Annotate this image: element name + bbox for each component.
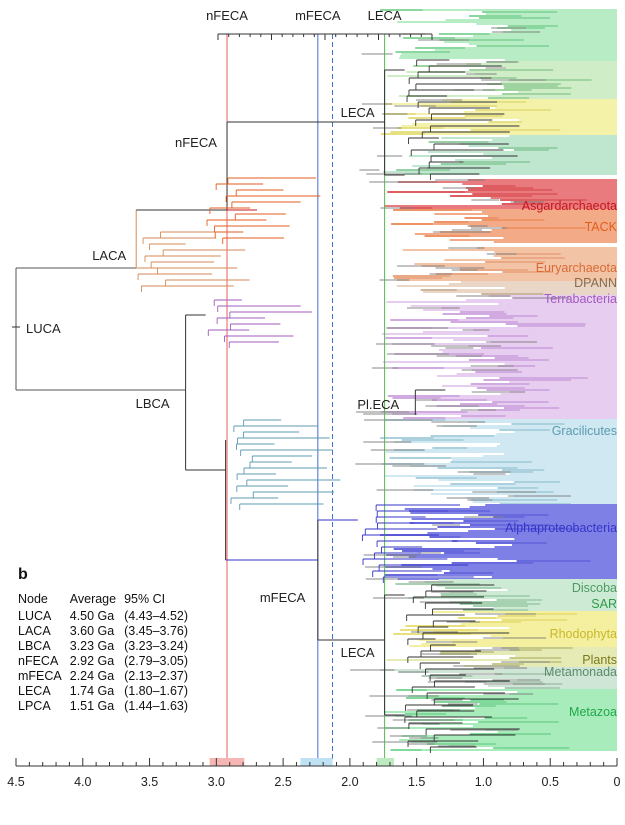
x-tick-label: 2.5	[274, 775, 291, 789]
ci-shade	[376, 758, 394, 766]
x-tick-label: 0.5	[542, 775, 559, 789]
table-cell: nFECA	[18, 654, 59, 668]
node-label-lbca: LBCA	[136, 396, 170, 411]
clade-label-alphaproteobacteria: Alphaproteobacteria	[505, 521, 617, 535]
node-label-laca: LACA	[92, 248, 126, 263]
node-label-nfeca: nFECA	[175, 135, 217, 150]
table-row: nFECA 2.92 Ga (2.79–3.05)	[18, 654, 196, 669]
clade-label-tack: TACK	[585, 220, 618, 234]
table-cell: 3.23 Ga	[69, 639, 115, 653]
clade-label-gracilicutes: Gracilicutes	[552, 424, 617, 438]
top-label-mfeca: mFECA	[295, 8, 341, 23]
table-cell: (2.13–2.37)	[124, 669, 189, 683]
table-cell: LACA	[18, 624, 51, 638]
panel-label: b	[18, 566, 28, 583]
table-cell: 1.74 Ga	[69, 684, 115, 698]
clade-label-euryarchaeota: Euryarchaeota	[536, 261, 617, 275]
table-cell: (1.44–1.63)	[124, 699, 189, 713]
table-cell: LECA	[18, 684, 51, 698]
table-cell: (4.43–4.52)	[124, 609, 189, 623]
table-cell: LUCA	[18, 609, 52, 623]
table-row: LECA 1.74 Ga (1.80–1.67)	[18, 684, 196, 699]
table-row: LPCA 1.51 Ga (1.44–1.63)	[18, 699, 196, 714]
table-row: LACA 3.60 Ga (3.45–3.76)	[18, 624, 196, 639]
ci-bars	[350, 27, 571, 747]
table-cell: 1.51 Ga	[69, 699, 115, 713]
top-label-leca: LECA	[368, 8, 402, 23]
node-label-leca-lower: LECA	[341, 645, 375, 660]
table-row: LBCA 3.23 Ga (3.23–3.24)	[18, 639, 196, 654]
x-tick-label: 1.5	[408, 775, 425, 789]
age-table: b Node Average 95% CI LUCA 4.50 Ga (4.43–4.5…	[18, 566, 196, 714]
table-header-row: Node Average 95% CI	[18, 592, 196, 609]
table-header-cell: 95% CI	[124, 592, 166, 606]
band-tack	[391, 209, 617, 243]
band-rhodophyta	[380, 99, 617, 135]
x-tick-label: 3.0	[208, 775, 225, 789]
table-cell: 4.50 Ga	[69, 609, 115, 623]
table-header-cell: Node	[18, 592, 48, 606]
band-dpann	[396, 281, 617, 295]
top-label-nfeca: nFECA	[206, 8, 248, 23]
node-label-pleca: Pl.ECA	[357, 397, 399, 412]
table-cell: 3.60 Ga	[69, 624, 115, 638]
band-metazoa	[384, 689, 617, 751]
clade-label-dpann: DPANN	[574, 276, 617, 290]
clade-label-discoba: Discoba	[572, 581, 617, 595]
band-alphaproteobacteria	[380, 504, 617, 580]
band-discoba	[395, 579, 617, 611]
band-euryarchaeota	[392, 247, 617, 281]
clade-bands	[380, 9, 617, 751]
clade-label-plants: Plants	[582, 653, 617, 667]
table-cell: (1.80–1.67)	[124, 684, 189, 698]
top-axis: nFECA mFECA LECA	[206, 8, 433, 40]
table-cell: (2.79–3.05)	[124, 654, 189, 668]
table-cell: mFECA	[18, 669, 62, 683]
clade-label-terrabacteria: Terrabacteria	[544, 292, 617, 306]
node-label-luca: LUCA	[26, 321, 61, 336]
x-tick-label: 2.0	[341, 775, 358, 789]
x-tick-label: 4.0	[74, 775, 91, 789]
table-body: LUCA 4.50 Ga (4.43–4.52) LACA 3.60 Ga (3.45–3…	[18, 609, 196, 714]
table-header-cell: Average	[69, 592, 117, 606]
x-axis: 4.5 4.0 3.5 3.0 2.5 2.0 1.5 1.0 0.5 0	[7, 758, 621, 789]
table-row: mFECA 2.24 Ga (2.13–2.37)	[18, 669, 196, 684]
x-tick-label: 1.0	[475, 775, 492, 789]
node-label-mfeca: mFECA	[260, 590, 306, 605]
band-metazoa	[380, 9, 617, 61]
clade-label-metamonada: Metamonada	[544, 665, 617, 679]
ci-shade	[300, 758, 333, 766]
age-table-grid: Node Average 95% CI LUCA 4.50 Ga (4.43–4.52)…	[18, 592, 196, 714]
table-cell: LPCA	[18, 699, 51, 713]
table-cell: (3.23–3.24)	[124, 639, 189, 653]
table-cell: LBCA	[18, 639, 51, 653]
table-row: LUCA 4.50 Ga (4.43–4.52)	[18, 609, 196, 624]
x-tick-label: 4.5	[7, 775, 24, 789]
clade-label-sar: SAR	[591, 597, 617, 611]
clade-label-rhodophyta: Rhodophyta	[550, 627, 617, 641]
band-rhodophyta	[393, 611, 617, 647]
table-cell: 2.92 Ga	[69, 654, 115, 668]
ci-shade	[209, 758, 245, 766]
table-cell: (3.45–3.76)	[124, 624, 189, 638]
tree-branches	[15, 59, 520, 753]
band-sar	[383, 135, 617, 175]
band-terrabacteria	[380, 295, 617, 419]
x-tick-label: 0	[614, 775, 621, 789]
x-tick-label: 3.5	[141, 775, 158, 789]
node-label-leca: LECA	[341, 105, 375, 120]
clade-label-metazoa: Metazoa	[569, 705, 617, 719]
clade-label-asgardarchaeota: Asgardarchaeota	[522, 199, 617, 213]
table-cell: 2.24 Ga	[69, 669, 115, 683]
